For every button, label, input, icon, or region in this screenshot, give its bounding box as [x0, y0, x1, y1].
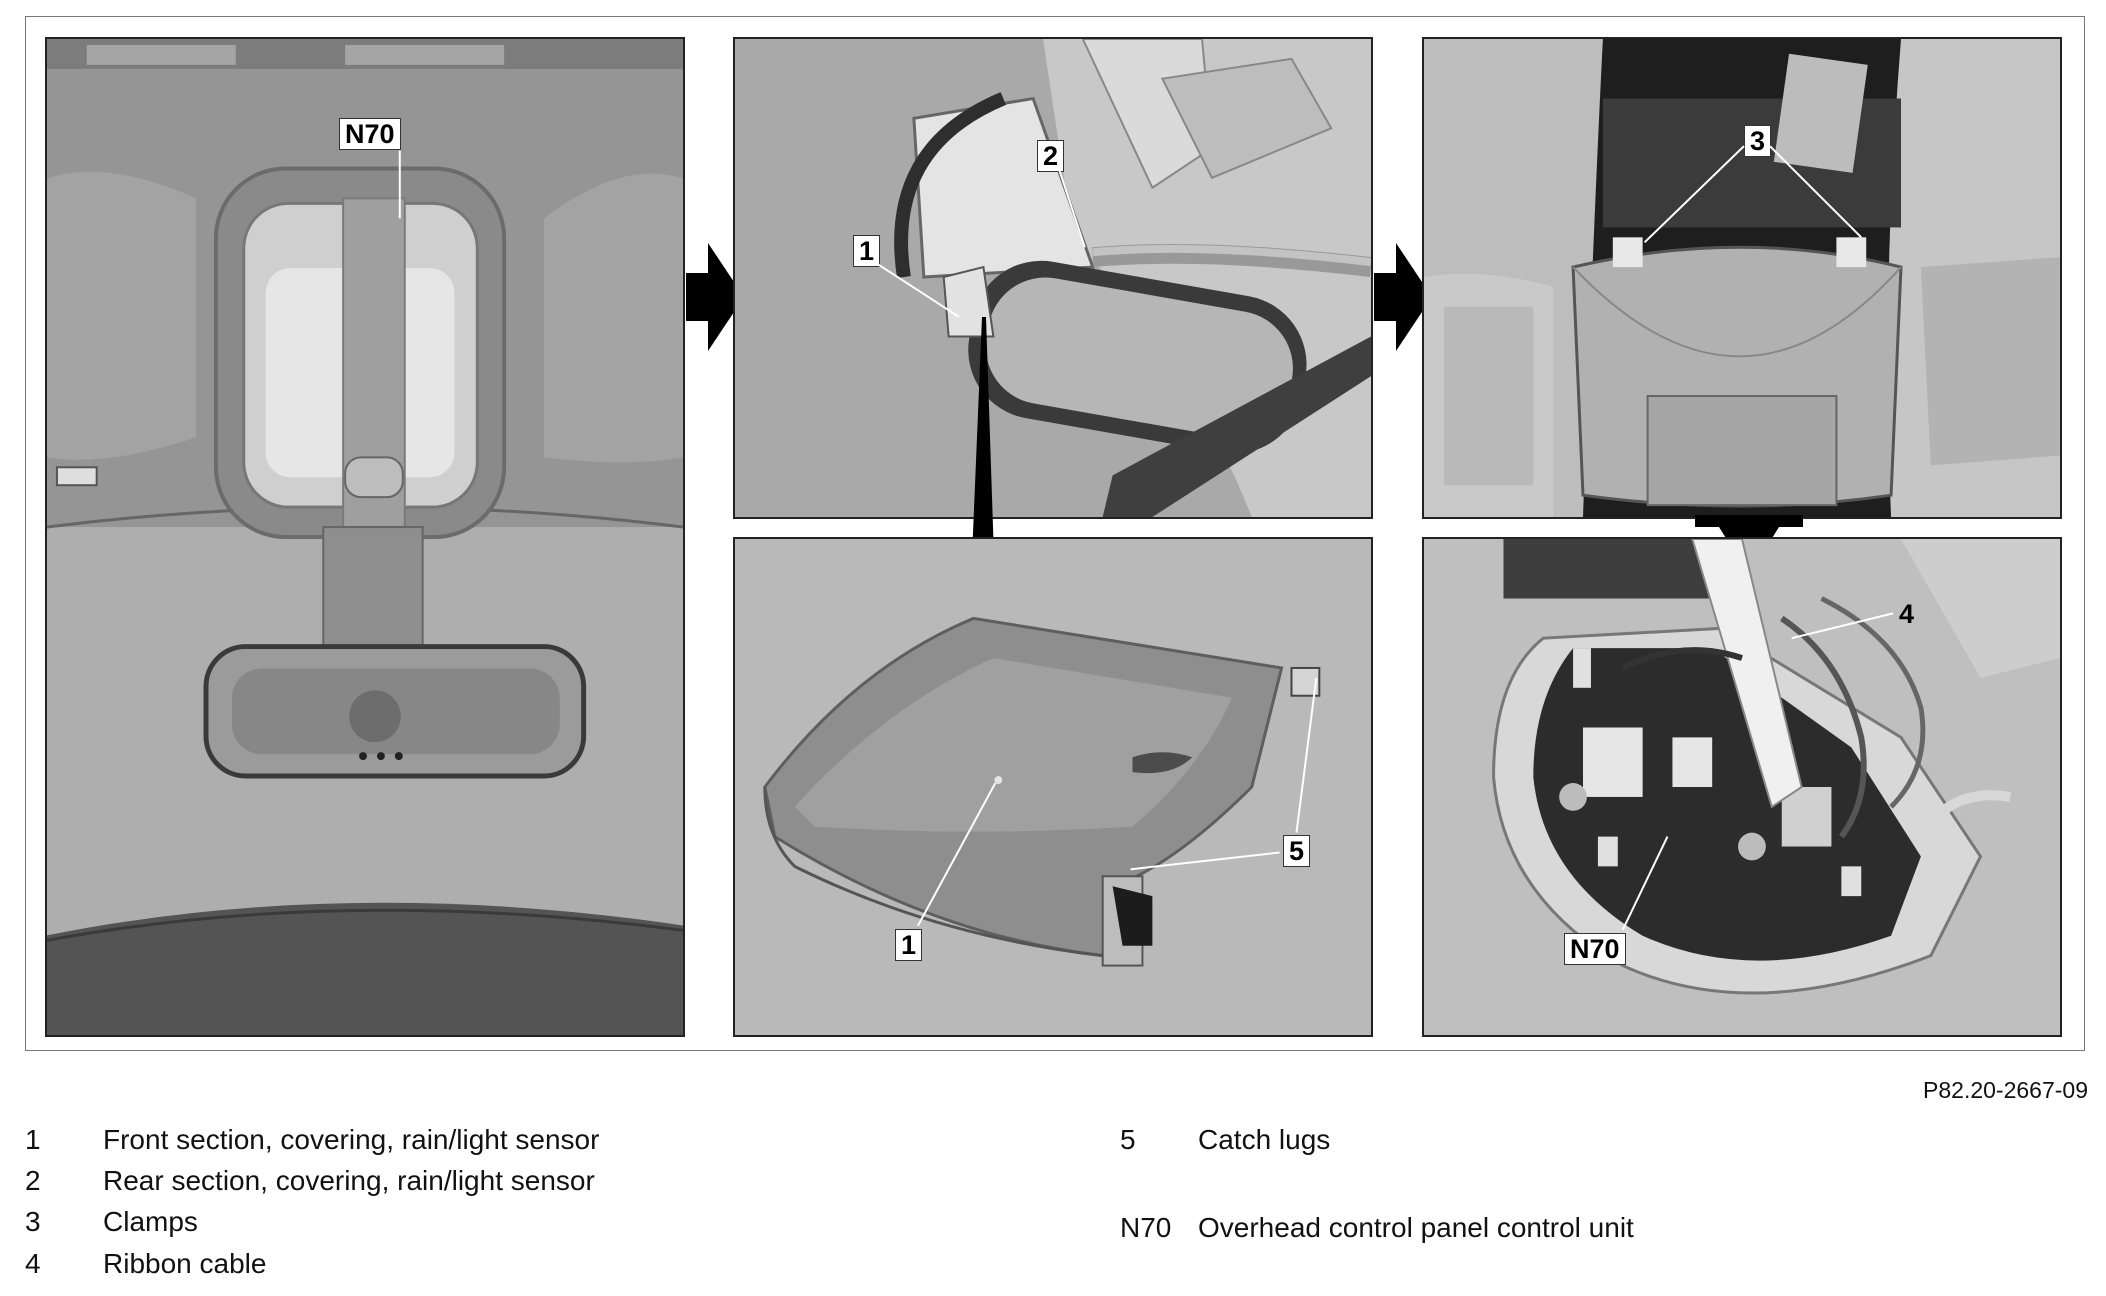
legend-description: Overhead control panel control unit	[1198, 1212, 1634, 1243]
step-arrow-right-2	[1374, 243, 1432, 351]
callout-4-label: 4	[1899, 599, 1915, 629]
legend-number: 2	[25, 1165, 41, 1196]
clamps-photo	[1424, 39, 2060, 517]
panel-clamps: 3	[1422, 37, 2062, 519]
procedure-figure: N70 2 1	[25, 16, 2085, 1051]
callout-n70-label: N70	[339, 118, 401, 150]
legend-number: 4	[25, 1248, 41, 1279]
legend-number: N70	[1120, 1212, 1172, 1243]
legend-description: Rear section, covering, rain/light senso…	[103, 1165, 595, 1196]
figure-reference: P82.20-2667-09	[1923, 1077, 2088, 1103]
legend-description: Front section, covering, rain/light sens…	[103, 1124, 600, 1155]
legend-description: Ribbon cable	[103, 1248, 267, 1279]
covering-detail-photo	[735, 539, 1371, 1035]
legend-description: Catch lugs	[1198, 1124, 1331, 1155]
callout-1-detail-label: 1	[895, 929, 923, 961]
callout-2-label: 2	[1037, 140, 1065, 172]
callout-n70-leader	[398, 150, 401, 219]
panel-cover-removal: 2 1	[733, 37, 1373, 519]
step-arrow-right-1	[686, 243, 744, 351]
cover-removal-photo	[735, 39, 1371, 517]
callout-3-leaders	[1643, 145, 1862, 244]
callout-leaders-panel2	[875, 168, 1086, 318]
panel-overhead-view: N70	[45, 37, 685, 1037]
callout-5-label: 5	[1283, 835, 1311, 867]
legend-number: 3	[25, 1206, 41, 1237]
callout-1-label: 1	[853, 235, 881, 267]
legend-number: 5	[1120, 1124, 1136, 1155]
panel-control-unit: 4 N70	[1422, 537, 2062, 1037]
callout-leaders-panel4	[916, 677, 1318, 927]
callout-n70-unit-label: N70	[1564, 933, 1626, 965]
control-unit-photo	[1424, 539, 2060, 1035]
callout-leaders-panel5	[1621, 612, 1894, 931]
overhead-view-photo	[47, 39, 683, 1035]
detail-connector	[972, 317, 994, 557]
callout-3-label: 3	[1744, 125, 1772, 157]
panel-covering-detail: 5 1	[733, 537, 1373, 1037]
legend-description: Clamps	[103, 1206, 198, 1237]
legend-number: 1	[25, 1124, 41, 1155]
